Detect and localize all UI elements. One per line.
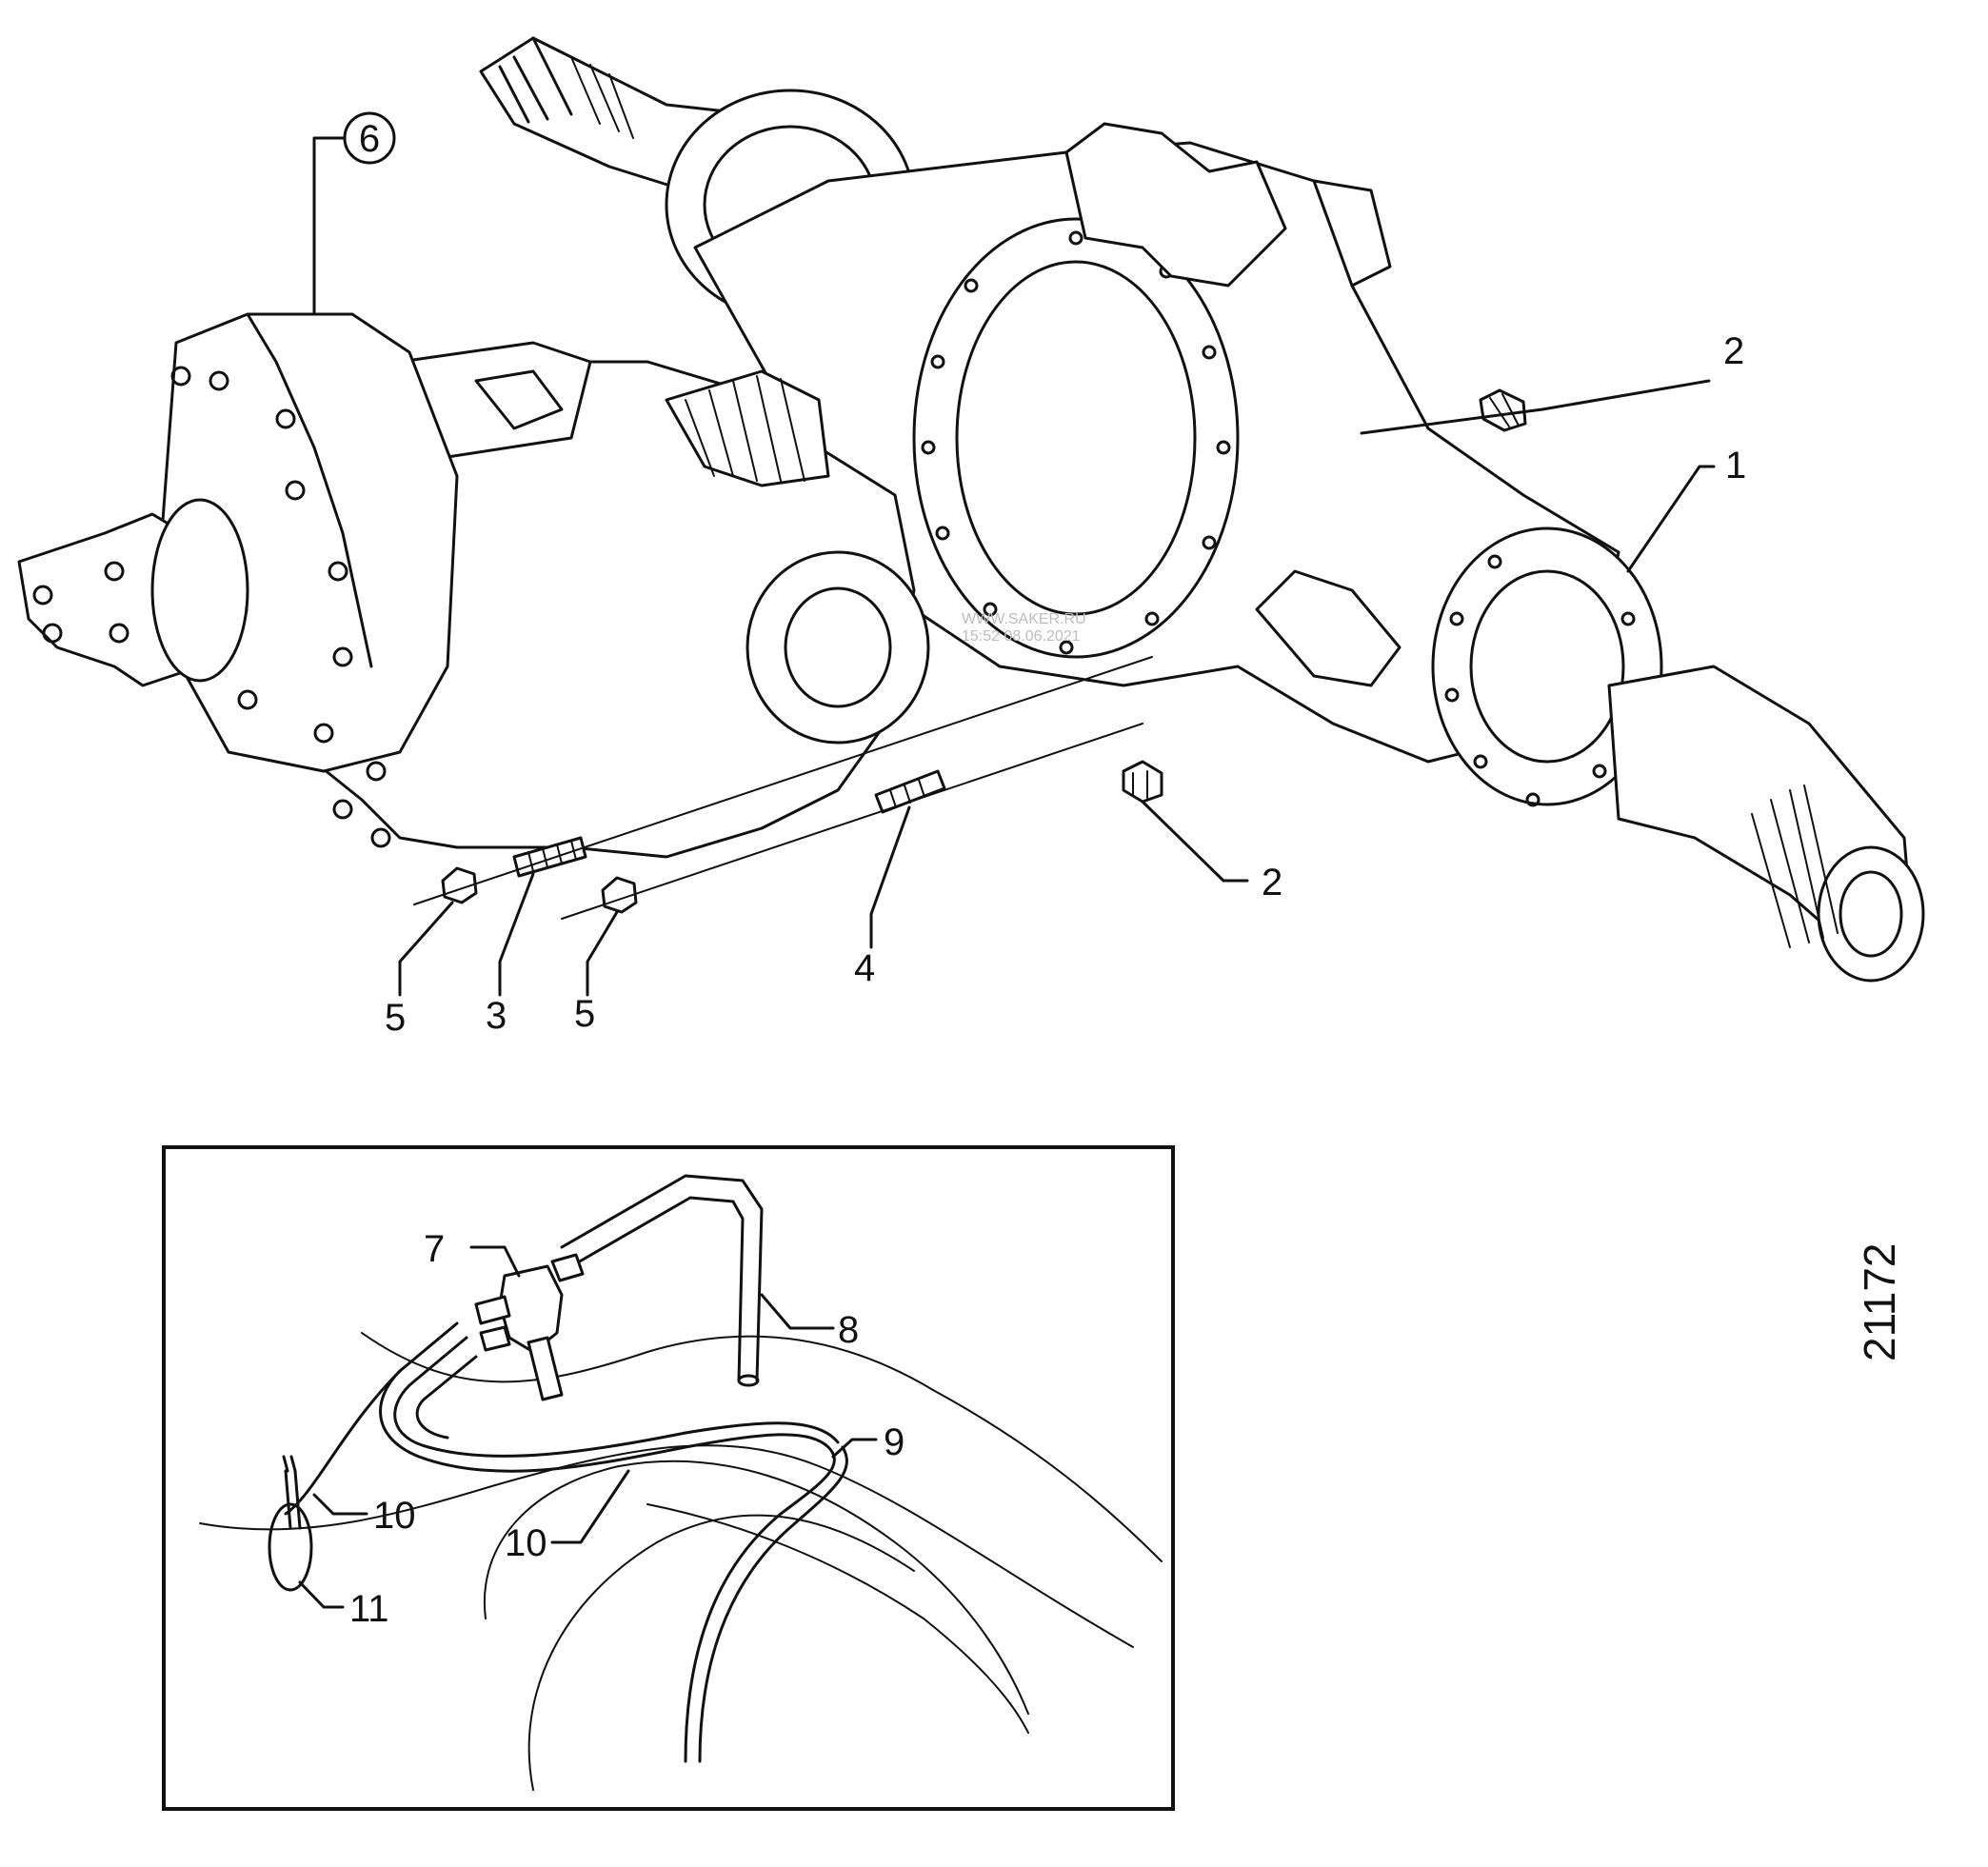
nut-right bbox=[601, 876, 638, 914]
callout-9: 9 bbox=[884, 1421, 905, 1463]
differential-carrier bbox=[17, 312, 930, 859]
callout-5-right: 5 bbox=[574, 993, 595, 1035]
callout-2-top: 2 bbox=[1723, 330, 1744, 372]
ring-bolt-holes bbox=[921, 230, 1231, 655]
callout-4: 4 bbox=[854, 947, 875, 989]
callout-11: 11 bbox=[349, 1588, 389, 1630]
plug-top bbox=[1479, 388, 1527, 432]
watermark-line-2: 15:52 08.06.2021 bbox=[962, 628, 1081, 645]
callout-5-left: 5 bbox=[385, 997, 406, 1039]
stud-4 bbox=[874, 769, 946, 814]
callout-6-circle bbox=[343, 111, 396, 165]
callout-2-bottom: 2 bbox=[1262, 862, 1282, 904]
cover-bolts bbox=[170, 366, 391, 848]
callout-10-right: 10 bbox=[373, 1495, 416, 1537]
leader-lines bbox=[312, 136, 1716, 997]
plug-bottom bbox=[1122, 760, 1163, 804]
callout-10-lower: 10 bbox=[505, 1522, 547, 1564]
inset-panel bbox=[162, 1145, 1175, 1811]
callout-8: 8 bbox=[838, 1309, 859, 1351]
nut-left bbox=[441, 866, 478, 904]
callout-7: 7 bbox=[424, 1228, 445, 1270]
fitting-7 bbox=[474, 1253, 585, 1401]
figure-number: 21172 bbox=[1855, 1242, 1904, 1361]
callout-1: 1 bbox=[1725, 445, 1746, 487]
axle-housing bbox=[479, 36, 1925, 983]
callout-3: 3 bbox=[486, 995, 507, 1037]
hose-bundle bbox=[284, 1321, 848, 1763]
clip-11 bbox=[268, 1455, 313, 1592]
callout-6: 6 bbox=[359, 118, 380, 160]
watermark-line-1: WWW.SAKER.RU bbox=[962, 611, 1086, 627]
pipe-8 bbox=[560, 1174, 764, 1387]
